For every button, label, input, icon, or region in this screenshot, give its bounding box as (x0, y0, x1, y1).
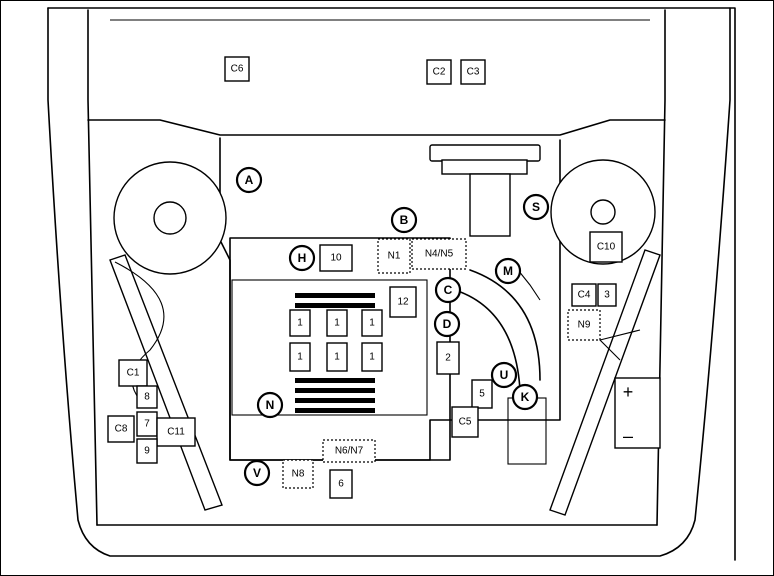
box-c2: C2 (426, 59, 452, 85)
svg-text:C: C (444, 283, 453, 297)
box-8: 8 (136, 385, 158, 409)
firewall (87, 119, 666, 136)
box-12: 12 (389, 286, 417, 318)
intake-stripes (295, 293, 375, 413)
circle-k: K (511, 383, 539, 411)
svg-text:7: 7 (144, 419, 150, 430)
battery-plus: + (623, 382, 634, 402)
circle-u: U (490, 361, 518, 389)
pipe-outer (469, 269, 541, 381)
svg-text:1: 1 (369, 352, 375, 363)
svg-text:1: 1 (369, 318, 375, 329)
box-10: 10 (319, 244, 353, 272)
relay-1a: 1 (289, 309, 311, 337)
relay-1d: 1 (289, 342, 311, 372)
box-c8: C8 (107, 415, 135, 443)
air-filter-cap (429, 144, 541, 162)
box-9: 9 (136, 438, 158, 464)
svg-text:U: U (500, 368, 509, 382)
svg-text:1: 1 (297, 318, 303, 329)
body-outline (47, 7, 731, 557)
box-c10: C10 (589, 231, 623, 263)
right-strut (549, 249, 661, 516)
right-wheel-hub (590, 199, 616, 225)
box-7: 7 (136, 411, 158, 437)
circle-b: B (390, 206, 418, 234)
svg-text:9: 9 (144, 446, 150, 457)
dotted-n1: N1 (377, 238, 411, 274)
relay-1b: 1 (326, 309, 348, 337)
svg-text:A: A (245, 173, 254, 187)
svg-text:C1: C1 (127, 368, 140, 379)
box-c3: C3 (460, 59, 486, 85)
svg-text:C4: C4 (578, 290, 591, 301)
svg-text:12: 12 (397, 297, 409, 308)
svg-text:N9: N9 (578, 320, 591, 331)
dotted-n9: N9 (567, 309, 601, 341)
svg-text:M: M (503, 264, 513, 278)
svg-text:N1: N1 (388, 251, 401, 262)
svg-text:N8: N8 (292, 469, 305, 480)
dotted-n4n5: N4/N5 (411, 238, 467, 270)
box-2: 2 (436, 341, 460, 375)
circle-c: C (434, 276, 462, 304)
outer-edge (47, 7, 736, 561)
svg-text:H: H (298, 251, 307, 265)
air-filter-stem (469, 173, 511, 237)
svg-text:V: V (253, 466, 261, 480)
box-c1: C1 (118, 359, 148, 387)
intake-manifold (231, 279, 428, 416)
svg-text:N6/N7: N6/N7 (335, 446, 364, 457)
box-3: 3 (597, 283, 617, 307)
dotted-n6n7: N6/N7 (322, 439, 376, 463)
pipe-inner (454, 289, 521, 391)
svg-text:2: 2 (445, 353, 451, 364)
box-c5: C5 (451, 406, 479, 438)
svg-text:3: 3 (604, 290, 610, 301)
svg-text:C5: C5 (459, 417, 472, 428)
relay-1e: 1 (326, 342, 348, 372)
svg-text:8: 8 (144, 392, 150, 403)
box-6: 6 (329, 469, 353, 499)
svg-text:1: 1 (334, 352, 340, 363)
box-c6: C6 (224, 56, 250, 82)
battery (614, 377, 661, 449)
box-c11: C11 (156, 417, 196, 447)
svg-text:C6: C6 (231, 64, 244, 75)
circle-v: V (243, 459, 271, 487)
svg-text:B: B (400, 213, 409, 227)
dotted-n8: N8 (282, 459, 314, 489)
circle-h: H (288, 244, 316, 272)
circle-m: M (494, 257, 522, 285)
svg-text:C10: C10 (597, 242, 616, 253)
circle-d: D (433, 310, 461, 338)
svg-text:K: K (521, 390, 530, 404)
svg-text:N4/N5: N4/N5 (425, 249, 454, 260)
svg-text:C11: C11 (167, 427, 185, 438)
relay-1c: 1 (361, 309, 383, 337)
svg-text:C3: C3 (467, 67, 480, 78)
box-5: 5 (471, 379, 493, 409)
relay-1f: 1 (361, 342, 383, 372)
svg-text:N: N (266, 398, 275, 412)
svg-text:1: 1 (334, 318, 340, 329)
svg-text:S: S (532, 200, 540, 214)
svg-text:C2: C2 (433, 67, 446, 78)
circle-a: A (235, 166, 263, 194)
left-wheel-hub (153, 201, 187, 235)
box-c4: C4 (571, 283, 597, 307)
battery-minus: – (623, 426, 633, 446)
circle-n: N (256, 391, 284, 419)
circle-s: S (522, 193, 550, 221)
svg-text:1: 1 (297, 352, 303, 363)
air-filter-body (441, 159, 528, 175)
svg-text:D: D (443, 317, 452, 331)
svg-text:10: 10 (330, 253, 342, 264)
svg-text:C8: C8 (115, 424, 128, 435)
svg-text:5: 5 (479, 389, 485, 400)
svg-text:6: 6 (338, 479, 344, 490)
